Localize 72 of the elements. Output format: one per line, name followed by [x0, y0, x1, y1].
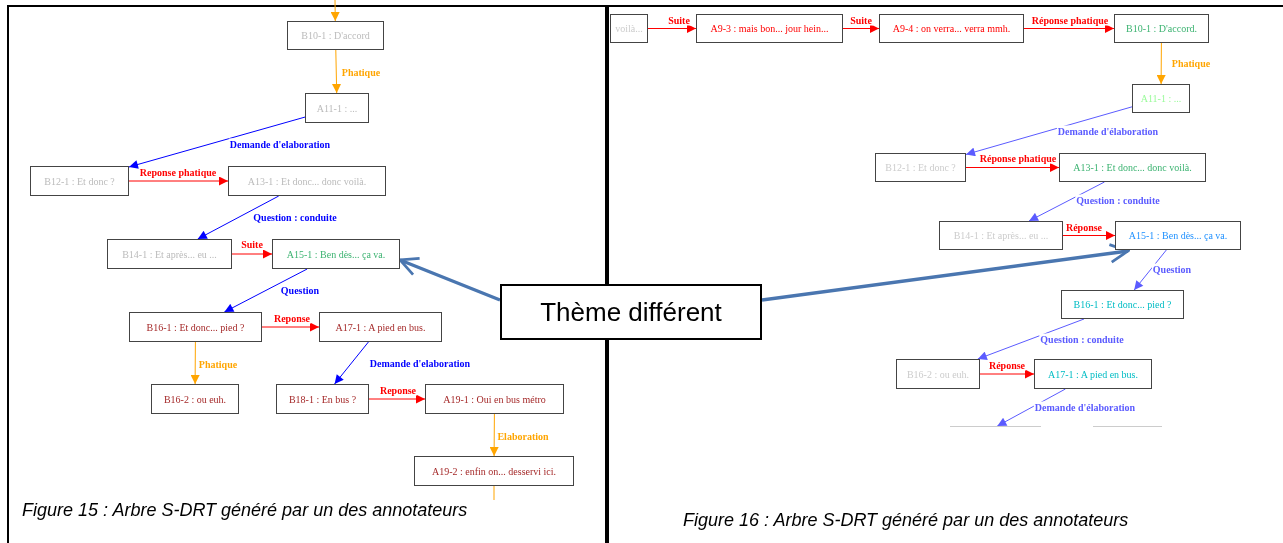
node-box: A19-1 : Oui en bus métro — [425, 384, 564, 414]
edge-label: Suite — [849, 14, 873, 26]
node-box: B16-2 : ou euh. — [151, 384, 239, 414]
arrow — [1062, 231, 1116, 240]
node-box: A17-1 : A pied en bus. — [1034, 359, 1152, 389]
node-box: A15-1 : Ben dès... ça va. — [1115, 221, 1241, 250]
arrow — [489, 413, 499, 457]
edge-label: Phatique — [340, 66, 382, 78]
edge-label: Suite — [240, 238, 264, 250]
arrow — [128, 176, 229, 186]
arrow — [965, 106, 1133, 157]
node-box: A9-4 : on verra... verra mmh. — [879, 14, 1024, 43]
node-box: B16-1 : Et donc... pied ? — [129, 312, 262, 342]
node-box: A13-1 : Et donc... donc voilà. — [228, 166, 386, 196]
edge-label: Reponse — [272, 312, 312, 324]
edge-label: Question : conduite — [252, 211, 338, 223]
edge-label: Réponse phatique — [978, 152, 1058, 164]
node-box: A9-3 : mais bon... jour hein... — [696, 14, 843, 43]
arrow — [231, 249, 273, 259]
node-box: A11-1 : ... — [305, 93, 369, 123]
arrow — [965, 163, 1060, 172]
node-box: B12-1 : Et donc ? — [30, 166, 129, 196]
node-box: B14-1 : Et après... eu ... — [107, 239, 232, 269]
edge-label: Elaboration — [496, 430, 550, 442]
arrow — [128, 116, 306, 169]
arrow — [332, 49, 341, 94]
arrow — [979, 369, 1035, 379]
node-box: A13-1 : Et donc... donc voilà. — [1059, 153, 1206, 182]
edge-label: Demande d'élaboration — [1033, 401, 1137, 413]
edge-label: Reponse — [378, 384, 418, 396]
arrow — [1133, 249, 1167, 291]
node-box: B16-1 : Et donc... pied ? — [1061, 290, 1184, 319]
arrow — [261, 322, 320, 332]
arrow — [1156, 42, 1166, 85]
edge-label: Question — [1151, 263, 1193, 275]
edge-label: Reponse phatique — [138, 166, 218, 178]
edge-label: Phatique — [197, 358, 239, 370]
edge-label: Question — [279, 284, 321, 296]
callout-arrow — [761, 243, 1130, 302]
node-box: B10-1 : D'accord. — [1114, 14, 1209, 43]
arrow — [647, 24, 697, 33]
node-box: B18-1 : En bus ? — [276, 384, 369, 414]
arrow — [368, 394, 426, 404]
edge-label: Demande d'elaboration — [368, 357, 472, 369]
arrow — [842, 24, 880, 33]
edge-label: Réponse — [987, 359, 1027, 371]
figure-caption: Figure 15 : Arbre S-DRT généré par un des annotateurs — [22, 500, 468, 521]
edge-label: Question : conduite — [1039, 333, 1125, 345]
arrow — [1023, 24, 1115, 33]
arrow — [977, 318, 1085, 361]
edge-label: Suite — [667, 14, 691, 26]
node-box: A11-1 : ... — [1132, 84, 1190, 113]
callout-arrow — [398, 257, 501, 302]
node-box: A17-1 : A pied en bus. — [319, 312, 442, 342]
edge-label: Réponse — [1064, 221, 1104, 233]
edge-label: Réponse phatique — [1030, 14, 1110, 26]
arrow — [197, 195, 280, 240]
edge-label: Phatique — [1170, 57, 1212, 69]
arrow — [223, 268, 308, 313]
figure-caption: Figure 16 : Arbre S-DRT généré par un des annotateurs — [683, 510, 1129, 531]
arrow — [330, 0, 340, 22]
arrow — [996, 388, 1066, 427]
edge-label: Demande d'elaboration — [228, 138, 332, 150]
arrow — [190, 341, 200, 385]
edge-label: Question : conduite — [1075, 194, 1161, 206]
node-box: B10-1 : D'accord — [287, 21, 384, 50]
callout-box: Thème différent — [500, 284, 762, 340]
edge-label: Demande d'élaboration — [1056, 125, 1160, 137]
node-box: A15-1 : Ben dès... ça va. — [272, 239, 400, 269]
arrow — [1028, 181, 1105, 222]
arrow — [334, 341, 369, 385]
node-box: A19-2 : enfin on... desservi ici. — [414, 456, 574, 486]
